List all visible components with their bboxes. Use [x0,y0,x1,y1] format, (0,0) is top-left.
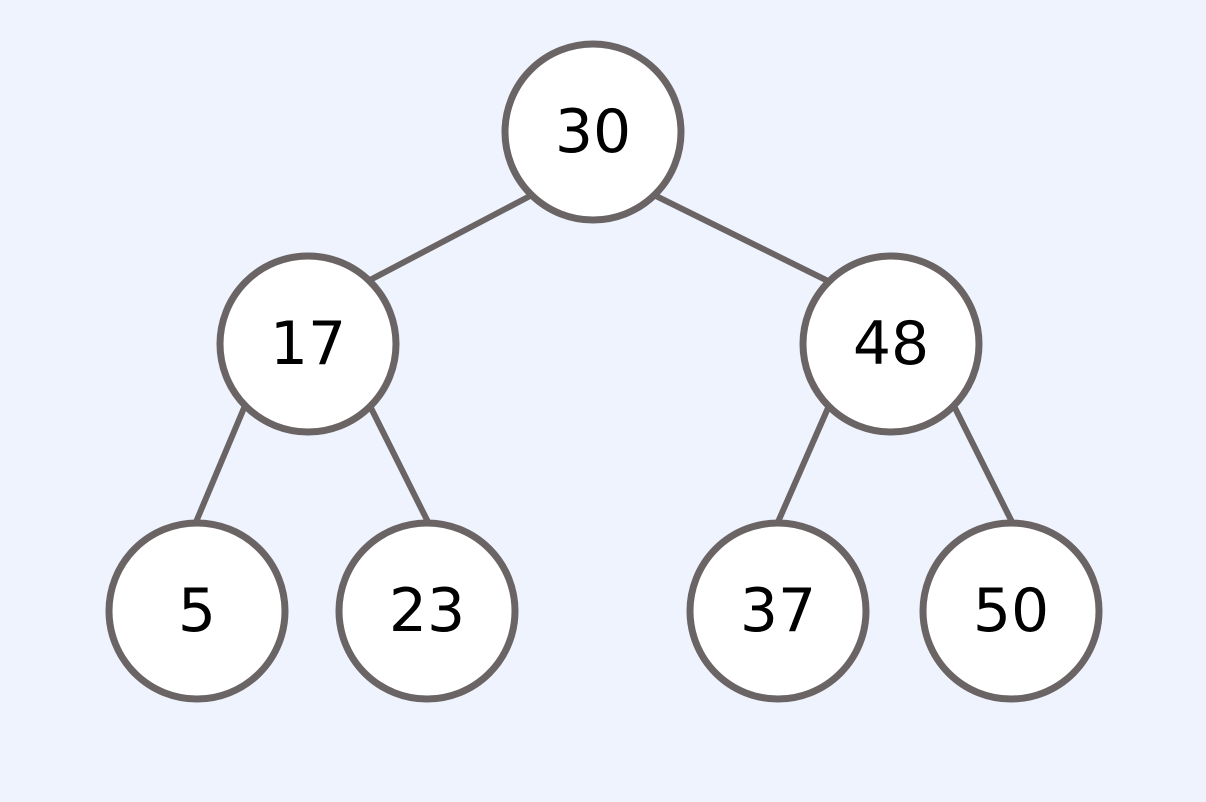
edge-48-50 [951,403,1015,525]
node-label: 48 [853,309,929,379]
node-label: 17 [270,309,346,379]
edge-30-48 [653,193,833,285]
node-circle [105,519,289,703]
node-circle [686,519,870,703]
node-label: 5 [178,576,216,646]
edge-17-23 [367,403,431,525]
node-circle [799,252,983,436]
node-label: 50 [973,576,1049,646]
tree-node-left-right: 23 [335,519,519,703]
node-circle [335,519,519,703]
node-circle [501,40,685,224]
tree-node-left-left: 5 [105,519,289,703]
node-circle [216,252,400,436]
node-label: 30 [555,97,631,167]
edge-17-5 [193,405,247,525]
tree-node-right-left: 37 [686,519,870,703]
edge-48-37 [775,405,831,525]
node-label: 37 [740,576,816,646]
tree-node-left: 17 [216,252,400,436]
edge-30-17 [367,193,533,283]
node-label: 23 [389,576,465,646]
tree-node-right-right: 50 [919,519,1103,703]
node-circle [919,519,1103,703]
tree-node-root: 30 [501,40,685,224]
tree-node-right: 48 [799,252,983,436]
